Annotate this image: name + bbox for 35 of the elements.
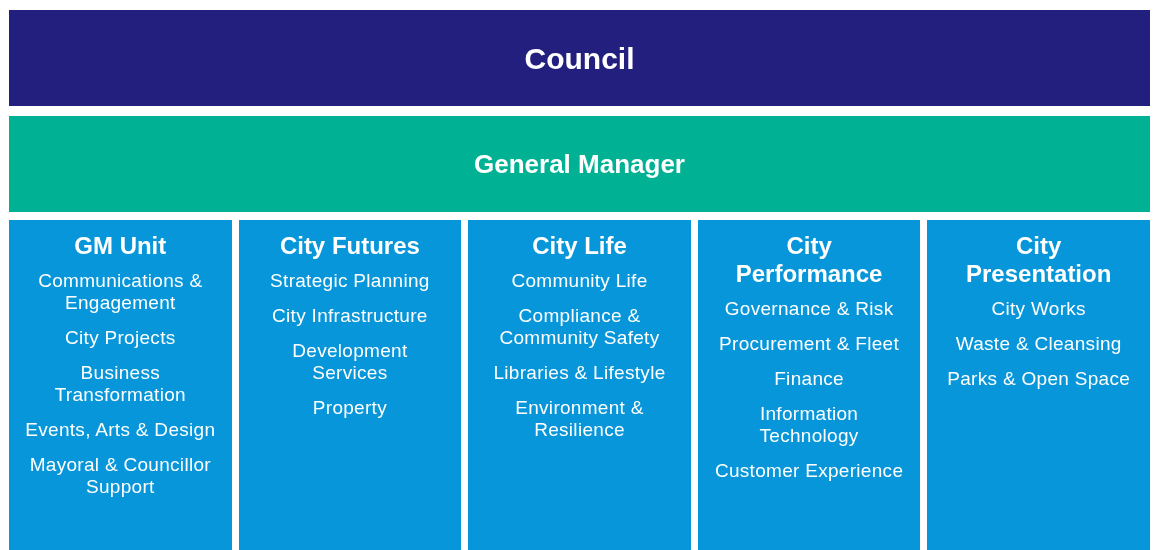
department-title: City Performance [734,232,884,288]
unit-name: Parks & Open Space [946,368,1132,390]
unit-name: Strategic Planning [269,270,431,292]
unit-name: Finance [773,368,845,390]
unit-name: City Infrastructure [271,305,429,327]
department-column [927,220,1150,550]
unit-name: City Projects [64,327,177,349]
unit-name: Libraries & Lifestyle [492,362,667,384]
unit-name: Information Technology [758,403,860,447]
unit-name: Communications & Engagement [37,270,204,314]
unit-name: Procurement & Fleet [718,333,901,355]
unit-name: Environment & Resilience [514,397,645,441]
org-level-band [9,10,1150,106]
department-column [697,220,921,550]
unit-name: Governance & Risk [723,298,895,320]
department-title: City Futures [278,232,421,260]
department-title: City Presentation [965,232,1113,288]
unit-name: Development Services [291,340,409,384]
unit-name: Mayoral & Councillor Support [28,454,212,498]
department-column [238,220,462,550]
unit-name: Community Life [510,270,649,292]
level-title: Council [524,40,635,77]
unit-name: City Works [990,298,1087,320]
unit-name: Property [311,397,388,419]
department-column [468,220,691,550]
unit-name: Customer Experience [713,460,905,482]
department-column [9,220,232,550]
unit-name: Compliance & Community Safety [498,305,661,349]
unit-name: Waste & Cleansing [954,333,1123,355]
unit-name: Business Transformation [53,362,187,406]
department-title: City Life [531,232,628,260]
department-title: GM Unit [73,232,168,260]
level-title: General Manager [474,147,685,181]
unit-name: Events, Arts & Design [24,419,217,441]
org-level-band [9,116,1150,212]
